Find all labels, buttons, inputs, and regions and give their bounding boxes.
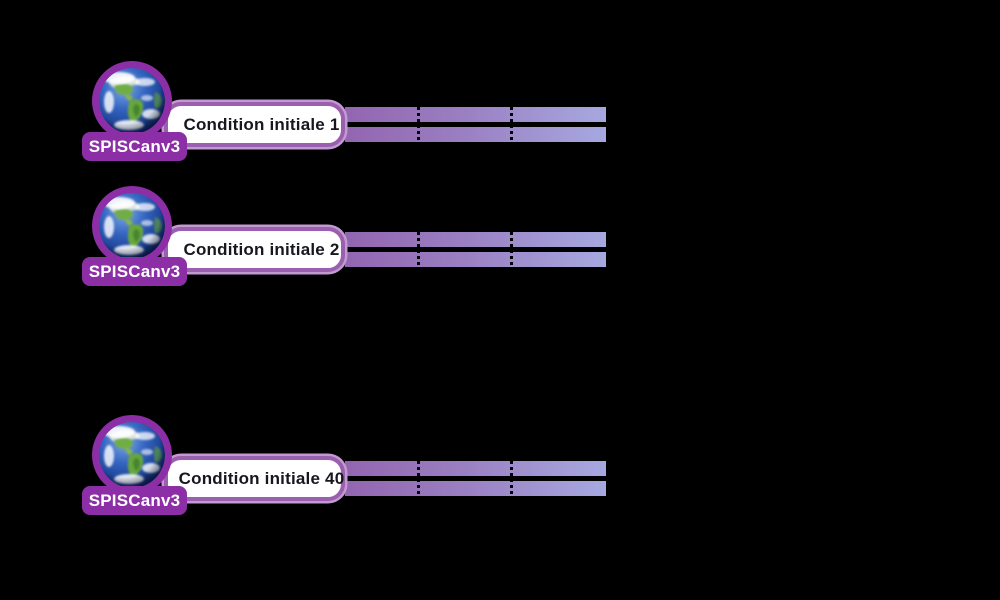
condition-pill[interactable]: Condition initiale 1 [164, 102, 345, 147]
timeline-divider [417, 461, 420, 496]
sprite-thumbnail[interactable] [92, 415, 172, 495]
sprite-thumbnail[interactable] [92, 61, 172, 141]
timeline-divider [510, 107, 513, 142]
timeline-divider [510, 461, 513, 496]
sprite-name-label: SPISCanv3 [88, 490, 181, 510]
condition-pill[interactable]: Condition initiale 2 [164, 227, 345, 272]
timeline-divider [510, 232, 513, 267]
timeline-center-line [345, 247, 606, 252]
timeline-bar[interactable] [345, 232, 606, 267]
condition-label: Condition initiale 40 [178, 468, 345, 488]
timeline-bar[interactable] [345, 461, 606, 496]
sprite-thumbnail[interactable] [92, 186, 172, 266]
condition-label: Condition initiale 2 [183, 239, 340, 259]
condition-label: Condition initiale 1 [183, 114, 340, 134]
sprite-name-label: SPISCanv3 [88, 136, 181, 156]
timeline-center-line [345, 122, 606, 127]
simulation-row: Condition initiale 40 SPISCanv3 [0, 414, 1000, 518]
sprite-name-badge[interactable]: SPISCanv3 [82, 257, 187, 286]
earth-globe-icon [99, 193, 165, 259]
earth-globe-icon [99, 422, 165, 488]
sprite-name-badge[interactable]: SPISCanv3 [82, 132, 187, 161]
earth-globe-icon [99, 68, 165, 134]
simulation-row: Condition initiale 2 SPISCanv3 [0, 185, 1000, 289]
simulation-row: Condition initiale 1 SPISCanv3 [0, 60, 1000, 164]
condition-pill[interactable]: Condition initiale 40 [164, 456, 345, 501]
timeline-divider [417, 107, 420, 142]
timeline-center-line [345, 476, 606, 481]
sprite-name-label: SPISCanv3 [88, 261, 181, 281]
timeline-divider [417, 232, 420, 267]
timeline-bar[interactable] [345, 107, 606, 142]
sprite-name-badge[interactable]: SPISCanv3 [82, 486, 187, 515]
